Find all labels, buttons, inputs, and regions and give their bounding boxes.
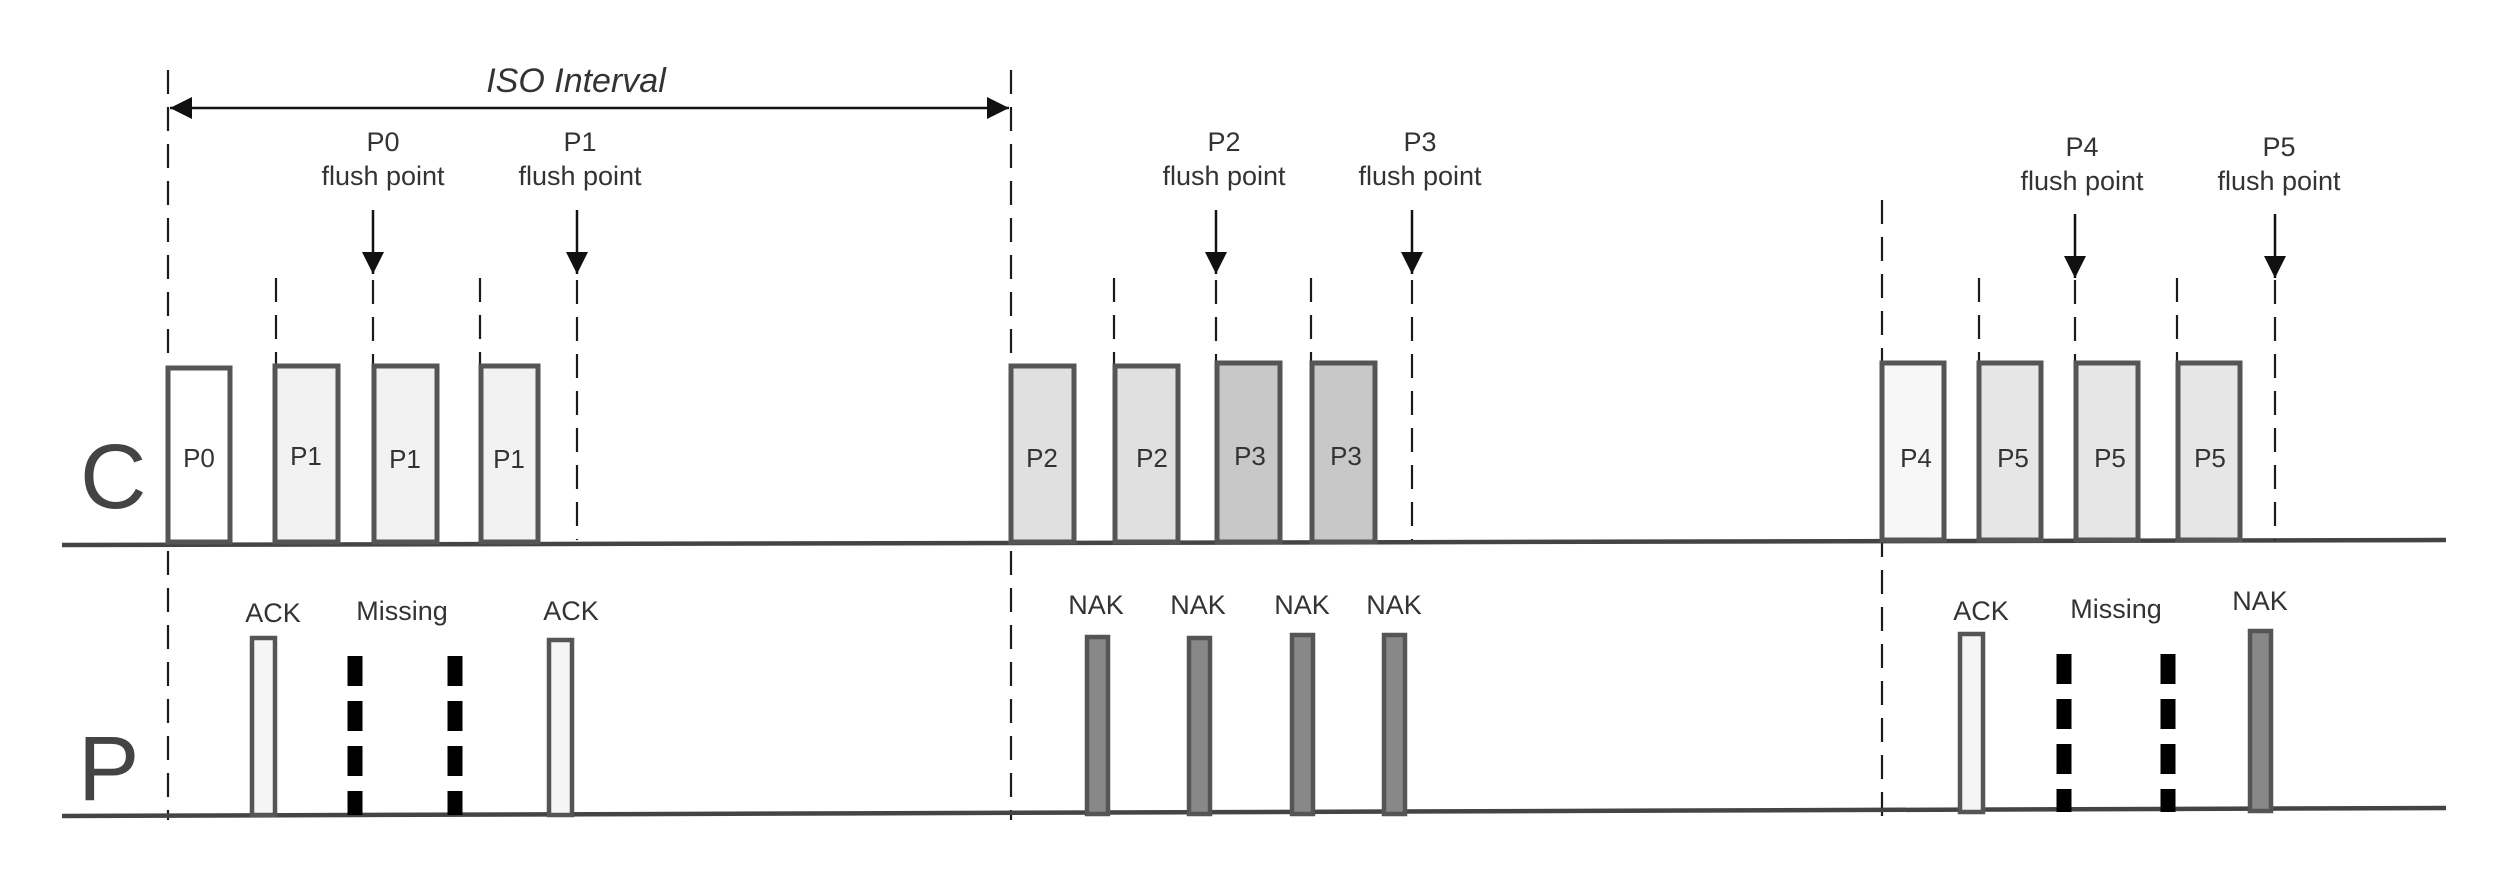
svg-text:P5: P5 bbox=[2094, 443, 2126, 473]
svg-text:P5: P5 bbox=[2194, 443, 2226, 473]
nak-bar bbox=[2247, 628, 2274, 814]
central-packet: P2 bbox=[1112, 363, 1181, 545]
nak-bar bbox=[1289, 632, 1316, 817]
svg-text:P1: P1 bbox=[389, 444, 421, 474]
peripheral-baseline bbox=[61, 805, 2447, 819]
response-label: Missing bbox=[356, 596, 448, 626]
response-label: NAK bbox=[1068, 590, 1124, 620]
svg-text:P1: P1 bbox=[493, 444, 525, 474]
response-label: ACK bbox=[1953, 596, 2009, 626]
svg-text:P3: P3 bbox=[1330, 441, 1362, 471]
central-packet: P3 bbox=[1309, 360, 1378, 545]
ack-bar bbox=[249, 635, 278, 818]
nak-bar bbox=[1084, 634, 1111, 817]
response-label: ACK bbox=[245, 598, 301, 628]
svg-text:P2: P2 bbox=[1136, 443, 1168, 473]
central-packet: P5 bbox=[1976, 360, 2044, 543]
response-label: ACK bbox=[543, 596, 599, 626]
svg-text:P2: P2 bbox=[1026, 443, 1058, 473]
response-label: NAK bbox=[1366, 590, 1422, 620]
response-label: NAK bbox=[2232, 586, 2288, 616]
central-packet: P1 bbox=[478, 363, 541, 545]
iso-interval-label: ISO Interval bbox=[486, 62, 667, 100]
svg-text:P1: P1 bbox=[290, 441, 322, 471]
ack-bar bbox=[1957, 631, 1986, 815]
central-packet: P1 bbox=[371, 363, 440, 545]
response-label: NAK bbox=[1274, 590, 1330, 620]
peripheral-row-label: P bbox=[78, 718, 139, 820]
svg-text:P5: P5 bbox=[1997, 443, 2029, 473]
central-packet: P1 bbox=[272, 363, 341, 545]
response-label: Missing bbox=[2070, 594, 2162, 624]
central-packet: P0 bbox=[165, 365, 233, 545]
central-row-label: C bbox=[80, 426, 146, 528]
central-packet: P5 bbox=[2175, 360, 2243, 543]
central-packet: P2 bbox=[1008, 363, 1077, 545]
nak-bar bbox=[1381, 632, 1408, 817]
ack-bar bbox=[546, 637, 575, 818]
nak-bar bbox=[1186, 635, 1213, 817]
svg-text:P0: P0 bbox=[183, 443, 215, 473]
svg-text:P3: P3 bbox=[1234, 441, 1266, 471]
svg-text:P4: P4 bbox=[1900, 443, 1932, 473]
central-packet: P3 bbox=[1214, 360, 1283, 545]
response-label: NAK bbox=[1170, 590, 1226, 620]
central-packet: P5 bbox=[2073, 360, 2141, 543]
central-packet: P4 bbox=[1879, 360, 1947, 543]
